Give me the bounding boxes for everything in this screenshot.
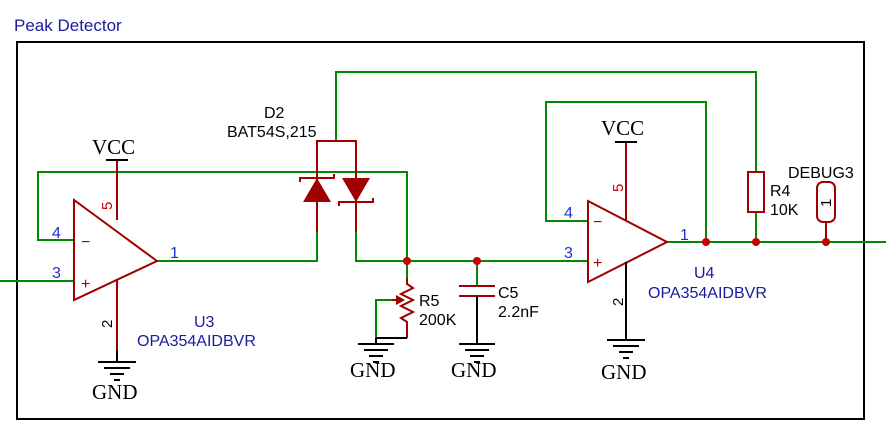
c5-value: 2.2nF xyxy=(498,304,539,321)
sheet-title: Peak Detector xyxy=(14,16,122,35)
diode-d2-left-triangle xyxy=(303,178,331,202)
vcc-label-u3: VCC xyxy=(92,135,135,159)
wire-u3-feedback xyxy=(37,171,408,261)
junction-dot xyxy=(752,238,760,246)
opamp-u4-minus: − xyxy=(593,214,602,231)
r4-value: 10K xyxy=(770,202,799,219)
r5-zigzag xyxy=(398,278,416,328)
gnd-symbol-r5 xyxy=(358,338,394,363)
wire-u4-feedback xyxy=(545,101,707,242)
gnd-label-u4: GND xyxy=(601,360,647,384)
vcc-symbol-u3: VCC xyxy=(92,135,135,161)
wire-d2-to-cap-node xyxy=(355,232,588,262)
diode-d2-right-bar xyxy=(338,198,374,206)
diode-d2-right-triangle xyxy=(342,178,370,202)
vcc-symbol-u4: VCC xyxy=(601,116,644,143)
opamp-u3-designator: U3 xyxy=(194,314,215,331)
gnd-symbol-u4 xyxy=(607,339,645,359)
opamp-u4-pin-3: 3 xyxy=(564,245,573,262)
gnd-label-u3: GND xyxy=(92,380,138,404)
opamp-u4-value: OPA354AIDBVR xyxy=(648,285,767,302)
opamp-u4-pin-1: 1 xyxy=(680,227,689,244)
wire-r5-wiper xyxy=(375,299,392,338)
debug3-pin: 1 xyxy=(818,199,835,207)
opamp-u4-pin-5: 5 xyxy=(610,184,627,192)
resistor-r4: R4 10K xyxy=(747,171,799,219)
opamp-u3-value: OPA354AIDBVR xyxy=(137,333,256,350)
diode-d2-value: BAT54S,215 xyxy=(227,124,317,141)
diode-d2: D2 BAT54S,215 xyxy=(227,105,374,232)
diode-d2-left-bar xyxy=(299,174,335,182)
capacitor-c5: C5 2.2nF xyxy=(459,285,539,338)
r4-designator: R4 xyxy=(770,183,791,200)
opamp-u3-plus: + xyxy=(81,276,90,293)
opamp-u4: − + 4 3 1 5 2 U4 OPA354AIDBVR xyxy=(564,142,767,340)
opamp-u3-pin-5: 5 xyxy=(99,202,116,210)
wire-d2-common-to-r4 xyxy=(335,71,757,172)
junction-dot xyxy=(702,238,710,246)
opamp-u4-pin-2: 2 xyxy=(610,298,627,306)
opamp-u3-pin-1: 1 xyxy=(170,245,179,262)
opamp-u4-pin-4: 4 xyxy=(564,205,573,222)
sheet-frame xyxy=(16,41,865,420)
opamp-u3-body xyxy=(73,198,159,302)
r5-value: 200K xyxy=(419,312,457,329)
c5-designator: C5 xyxy=(498,285,519,302)
opamp-u3-pin-2: 2 xyxy=(99,320,116,328)
opamp-u4-designator: U4 xyxy=(694,265,715,282)
vcc-label-u4: VCC xyxy=(601,116,644,140)
junction-dot xyxy=(403,257,411,265)
gnd-label-c5: GND xyxy=(451,358,497,382)
opamp-u3: − + 4 3 1 5 2 U3 OPA354AIDBVR xyxy=(52,160,256,350)
potentiometer-r5: R5 200K xyxy=(376,278,457,339)
testpoint-debug3: 1 DEBUG3 xyxy=(788,165,854,242)
r5-designator: R5 xyxy=(419,293,440,310)
junction-dot xyxy=(473,257,481,265)
r5-wiper-arrow xyxy=(396,295,405,305)
gnd-symbol-c5 xyxy=(459,338,495,363)
opamp-u4-body xyxy=(587,199,670,284)
opamp-u3-pin-4: 4 xyxy=(52,225,61,242)
opamp-u3-pin-3: 3 xyxy=(52,265,61,282)
gnd-label-r5: GND xyxy=(350,358,396,382)
diode-d2-designator: D2 xyxy=(264,105,285,122)
junctions xyxy=(403,238,830,265)
r4-body xyxy=(747,171,765,213)
opamp-u4-plus: + xyxy=(593,255,602,272)
debug3-designator: DEBUG3 xyxy=(788,165,854,182)
wire-u3-out-to-d2 xyxy=(157,232,318,262)
gnd-symbol-u3 xyxy=(98,350,136,381)
opamp-u3-minus: − xyxy=(81,234,90,251)
